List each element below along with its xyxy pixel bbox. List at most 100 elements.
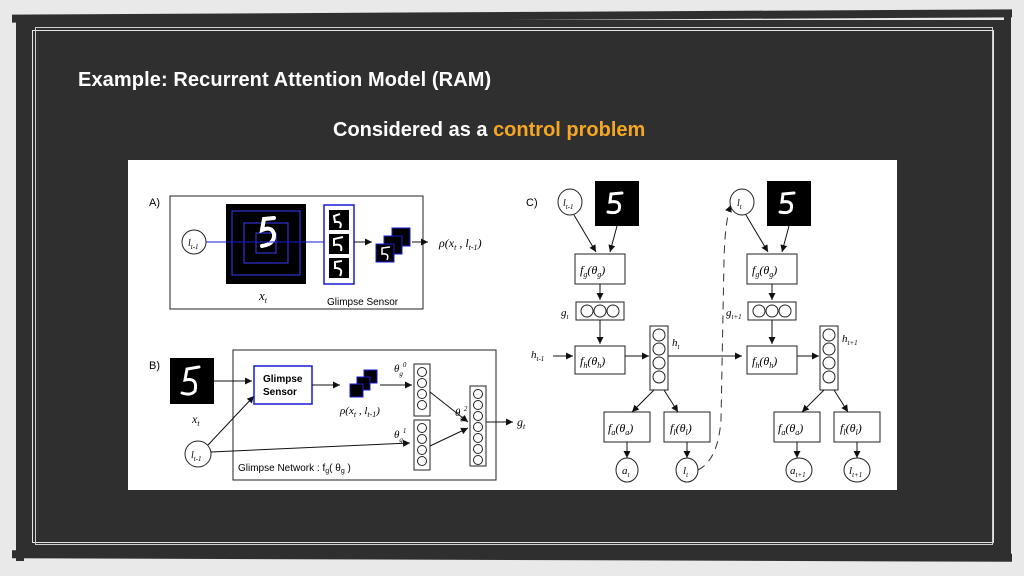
panel-a-label: A) <box>149 197 160 209</box>
c-label-fh-t: fh(θh) <box>580 354 605 370</box>
neuron <box>652 342 666 356</box>
neuron <box>822 342 836 356</box>
c-vector-h-t1 <box>819 325 839 391</box>
panel-b-location-node <box>184 440 212 468</box>
layer1-to-layer2-arrow <box>429 427 469 447</box>
neuron <box>473 400 483 410</box>
ram-diagram: A) lt-1 xt ρ(xt , lt-1) Glimpse Sensor B… <box>149 181 881 483</box>
c-label-g-t1: gt+1 <box>726 307 742 321</box>
panel-a-caption: Glimpse Sensor <box>327 297 399 308</box>
neuron <box>473 433 483 443</box>
c-label-g-t: gt <box>561 307 570 321</box>
stack-layer-1-stroke <box>381 246 391 261</box>
panel-c: C) lt-1 fg(θg) gt ht-1 fh(θh) ht fa(θa) <box>526 181 881 483</box>
c-box-fg-t1 <box>746 253 798 285</box>
c-box-fh-t <box>574 345 626 375</box>
neuron <box>580 304 594 318</box>
panel-a-output-expr: ρ(xt , lt-1) <box>438 236 482 252</box>
c-box-fh-t1 <box>746 345 798 375</box>
glimpse-sensor-label-2: Sensor <box>263 387 297 398</box>
panel-b-digit-stroke <box>180 365 201 396</box>
stack-layer-1 <box>375 243 395 263</box>
c-arrow-h-to-fl-next <box>833 389 849 413</box>
neuron <box>778 304 792 318</box>
neuron <box>822 356 836 370</box>
c-image-t1-digit <box>778 191 796 215</box>
slide-frame-left <box>16 16 24 561</box>
theta-g0-label: θg0 <box>394 361 407 378</box>
c-node-l-prev <box>557 188 583 216</box>
c-image-t-digit <box>606 191 624 215</box>
c-box-fl-t <box>663 411 711 443</box>
glimpse-patch-1 <box>329 210 349 230</box>
slide-frame-right <box>1004 14 1011 559</box>
panel-b: B) xt lt-1 Glimpse Sensor ρ(xt , lt-1) θ… <box>149 349 526 481</box>
panel-b-label: B) <box>149 360 160 372</box>
neuron <box>417 389 427 399</box>
c-box-fa-t <box>603 411 651 443</box>
c-node-l-cur <box>729 188 755 216</box>
c-arrow-h-to-fa-next <box>801 389 825 413</box>
neuron <box>473 422 483 432</box>
subtitle-prefix: Considered as a <box>333 119 494 141</box>
neuron <box>417 423 427 433</box>
c-box-fl-t1 <box>833 411 881 443</box>
neuron <box>417 378 427 388</box>
neuron <box>652 356 666 370</box>
c-vector-h-t <box>649 325 669 391</box>
panel-b-rho-expr: ρ(xt , lt-1) <box>339 405 380 419</box>
neuron <box>822 328 836 342</box>
c-label-l-prev: lt-1 <box>563 198 574 211</box>
glimpse-scale-3 <box>231 210 301 276</box>
digit-five-stroke <box>259 216 277 248</box>
neuron <box>473 389 483 399</box>
neuron <box>652 370 666 384</box>
subtitle-highlight: control problem <box>493 119 646 141</box>
glimpse-scale-1 <box>255 232 277 254</box>
c-label-h-prev: ht-1 <box>531 349 544 363</box>
panel-b-location-to-sensor <box>207 395 255 446</box>
c-arrow-l-to-fg-next <box>745 214 769 253</box>
panel-c-label: C) <box>526 197 538 209</box>
c-node-a-t <box>615 457 639 483</box>
c-label-fh-t1: fh(θh) <box>752 354 777 370</box>
glimpse-scale-2 <box>243 222 289 264</box>
panel-a-location-label: lt-1 <box>188 238 199 251</box>
layer0-to-layer2-arrow <box>429 391 469 423</box>
c-label-a-t1: at+1 <box>790 465 806 479</box>
neuron <box>417 400 427 410</box>
c-label-fa-t: fa(θa) <box>608 421 633 437</box>
ram-figure: A) lt-1 xt ρ(xt , lt-1) Glimpse Sensor B… <box>128 160 897 490</box>
slide-title: Example: Recurrent Attention Model (RAM) <box>78 69 492 91</box>
c-arrow-h-to-fl <box>663 389 679 413</box>
neuron <box>417 456 427 466</box>
panel-b-location-to-layer1 <box>210 439 411 453</box>
neuron <box>417 445 427 455</box>
panel-a-border <box>169 195 424 310</box>
c-arrow-img-to-fg-next <box>780 225 790 253</box>
panel-b-output-label: gt <box>517 415 526 431</box>
panel-a-image-var: xt <box>258 288 268 305</box>
c-label-fg-t1: fg(θg) <box>752 263 777 279</box>
c-arrow-l-to-fg <box>573 214 597 253</box>
neuron <box>606 304 620 318</box>
glimpse-sensor-label-1: Glimpse <box>263 374 303 385</box>
panel-b-image-var: xt <box>191 412 200 428</box>
c-node-a-t1 <box>785 457 813 483</box>
panel-b-location-label: lt-1 <box>191 450 202 463</box>
panel-a: A) lt-1 xt ρ(xt , lt-1) Glimpse Sensor <box>149 195 482 310</box>
c-arrow-img-to-fg <box>608 225 618 253</box>
neuron <box>652 328 666 342</box>
c-label-l-t1-out: lt+1 <box>849 465 862 479</box>
glimpse-sensor-box <box>253 365 313 405</box>
c-label-fg-t: fg(θg) <box>580 263 605 279</box>
neuron <box>473 411 483 421</box>
glimpse-patch-2-stroke <box>333 236 344 252</box>
c-label-h-t: ht <box>672 337 681 351</box>
c-label-l-cur: lt <box>737 198 743 211</box>
theta-g1-label: θg1 <box>394 427 406 444</box>
neuron <box>593 304 607 318</box>
c-node-l-t1 <box>843 457 871 483</box>
c-label-fa-t1: fa(θa) <box>778 421 803 437</box>
neuron <box>473 455 483 465</box>
